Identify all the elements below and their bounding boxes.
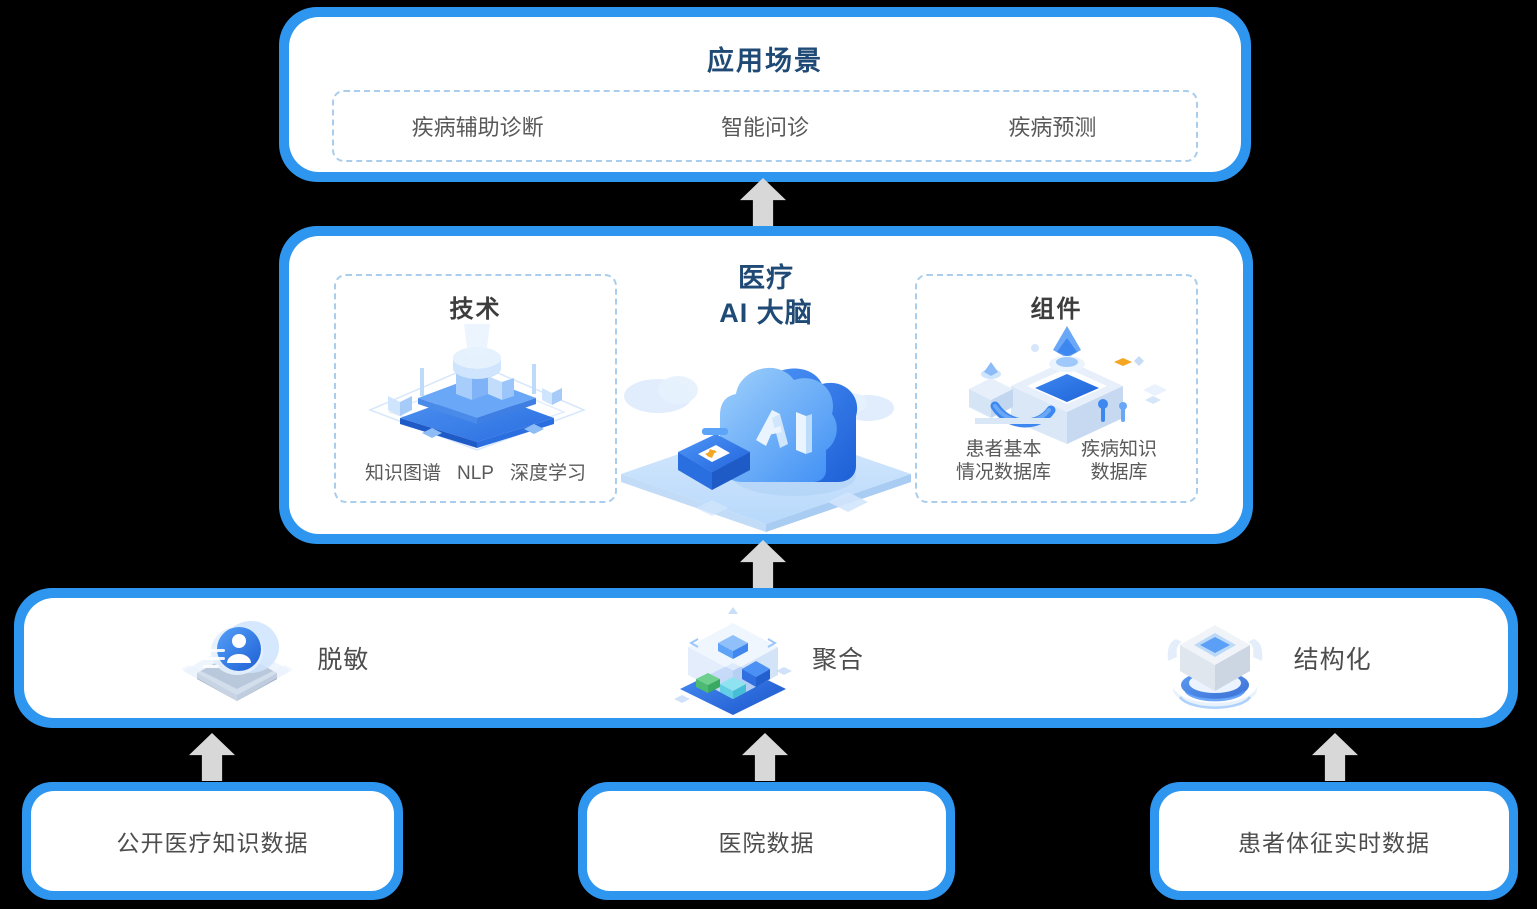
technology-tags: 知识图谱 NLP 深度学习: [336, 458, 615, 485]
application-scenarios-inner: 应用场景 疾病辅助诊断 智能问诊 疾病预测: [289, 17, 1241, 172]
data-source-patient-vitals[interactable]: 患者体征实时数据: [1150, 782, 1518, 900]
components-title: 组件: [1030, 296, 1083, 323]
process-item-aggregation[interactable]: 聚合: [519, 603, 1014, 715]
component-tag-patient-db: 患者基本 情况数据库: [956, 438, 1051, 486]
disease-db-line2: 数据库: [1090, 462, 1148, 484]
brain-title-line2: AI 大脑: [719, 298, 813, 329]
brain-title-line1: 医疗: [738, 263, 794, 293]
ai-cloud-icon: [616, 324, 916, 532]
components-box: 组件: [915, 274, 1198, 503]
data-source-2-inner: 医院数据: [587, 791, 946, 891]
isometric-cube-database-icon: [917, 324, 1196, 449]
technology-title: 技术: [449, 296, 502, 323]
data-source-label-hospital: 医院数据: [718, 830, 815, 856]
data-source-1-inner: 公开医疗知识数据: [31, 791, 394, 891]
disease-db-line1: 疾病知识: [1081, 438, 1158, 460]
arrow-brain-to-apps: [740, 178, 786, 226]
structured-cube-icon: [1150, 603, 1280, 713]
app-item-disease-prediction[interactable]: 疾病预测: [1008, 115, 1097, 140]
data-source-3-inner: 患者体征实时数据: [1159, 791, 1509, 891]
arrow-process-to-brain: [740, 540, 786, 588]
application-scenarios-panel: 应用场景 疾病辅助诊断 智能问诊 疾病预测: [279, 7, 1251, 182]
components-tags: 患者基本 情况数据库 疾病知识 数据库: [917, 438, 1196, 486]
patient-db-line2: 情况数据库: [955, 462, 1051, 484]
application-scenarios-title: 应用场景: [707, 46, 823, 76]
process-item-desensitization[interactable]: 脱敏: [24, 603, 519, 713]
data-source-hospital[interactable]: 医院数据: [578, 782, 955, 900]
isometric-platform-icon: [336, 324, 615, 451]
aggregation-cube-icon: [668, 603, 798, 715]
process-label-desensitization: 脱敏: [317, 646, 370, 674]
data-source-label-public-knowledge: 公开医疗知识数据: [116, 830, 309, 856]
data-source-public-knowledge[interactable]: 公开医疗知识数据: [22, 782, 403, 900]
medical-ai-brain-title: 医疗 AI 大脑: [606, 261, 926, 331]
app-item-smart-consultation[interactable]: 智能问诊: [720, 115, 809, 140]
tech-tag-deep-learning: 深度学习: [509, 463, 586, 484]
user-privacy-disk-icon: [173, 603, 303, 713]
component-tag-disease-db: 疾病知识 数据库: [1081, 438, 1157, 486]
technology-box: 技术: [334, 274, 617, 503]
data-processing-inner: 脱敏: [24, 598, 1508, 718]
process-label-aggregation: 聚合: [812, 646, 865, 674]
process-label-structuring: 结构化: [1293, 646, 1372, 674]
tech-tag-nlp: NLP: [457, 463, 494, 484]
app-item-disease-diagnosis[interactable]: 疾病辅助诊断: [411, 115, 544, 140]
tech-tag-knowledge-graph: 知识图谱: [365, 463, 442, 484]
medical-ai-brain-inner: 医疗 AI 大脑: [289, 236, 1243, 534]
arrow-source1-to-process: [189, 733, 235, 781]
data-source-label-patient-vitals: 患者体征实时数据: [1238, 830, 1430, 856]
patient-db-line1: 患者基本: [965, 438, 1042, 460]
data-processing-panel: 脱敏: [14, 588, 1518, 728]
process-item-structuring[interactable]: 结构化: [1013, 603, 1508, 713]
arrow-source2-to-process: [742, 733, 788, 781]
medical-ai-brain-panel: 医疗 AI 大脑: [279, 226, 1253, 544]
application-items-group: 疾病辅助诊断 智能问诊 疾病预测: [332, 90, 1198, 162]
arrow-source3-to-process: [1312, 733, 1358, 781]
